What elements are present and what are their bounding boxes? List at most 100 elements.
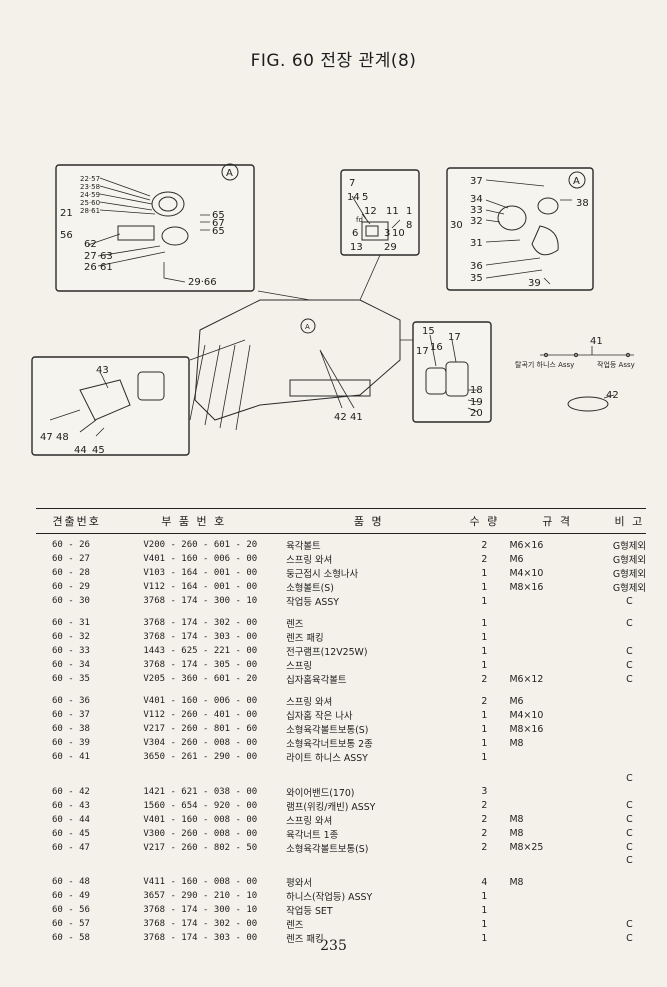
cell-remark: C [626, 800, 633, 812]
cell-spec: M8×16 [509, 723, 544, 735]
cell-spec: M8×25 [509, 842, 544, 854]
harness-label-right: 작업등 Assy [597, 360, 635, 369]
svg-text:45: 45 [92, 445, 105, 456]
cell-part: V300 - 260 - 008 - 00 [143, 828, 258, 839]
cell-ref: 60 - 47 [52, 842, 90, 853]
cell-qty: 2 [481, 539, 488, 551]
cell-qty: 2 [481, 814, 488, 826]
cell-remark: G형제외 [612, 583, 646, 594]
cell-spec [501, 658, 612, 672]
cell-part: V411 - 160 - 008 - 00 [143, 877, 258, 888]
cell-name: 렌즈 패킹 [286, 633, 324, 644]
cell-remark [613, 630, 646, 644]
cell-remark: C [626, 932, 633, 944]
cell-ref: 60 - 34 [52, 660, 90, 670]
svg-text:36: 36 [470, 261, 483, 272]
svg-text:26: 26 [84, 262, 97, 273]
cell-ref: 60 - 57 [52, 919, 90, 930]
cell-qty: 2 [481, 673, 488, 685]
svg-text:17: 17 [448, 332, 461, 343]
cell-ref: 60 - 37 [52, 710, 90, 720]
svg-text:47: 47 [40, 432, 53, 443]
group-spacer [36, 867, 646, 875]
cell-part: 3768 - 174 - 302 - 00 [143, 919, 258, 930]
cell-ref [36, 772, 117, 785]
cell-part: 1421 - 621 - 038 - 00 [143, 786, 258, 797]
cell-remark: C [626, 659, 633, 671]
svg-text:43: 43 [96, 365, 109, 376]
svg-text:20: 20 [470, 408, 483, 419]
cell-remark: C [626, 828, 633, 840]
cell-qty: 4 [481, 876, 488, 888]
cell-ref: 60 - 28 [52, 568, 90, 578]
cell-name: 하니스(작업등) ASSY [286, 892, 373, 904]
cell-remark: C [626, 595, 633, 607]
cell-ref: 60 - 29 [52, 582, 90, 592]
cell-ref: 60 - 41 [52, 752, 90, 762]
cell-ref [36, 855, 117, 868]
svg-text:42: 42 [334, 412, 347, 423]
cell-remark: C [626, 772, 633, 784]
cell-remark: C [626, 814, 633, 826]
cell-name: 스프링 와셔 [286, 815, 333, 827]
svg-text:12: 12 [364, 206, 377, 217]
cell-remark: C [626, 842, 633, 854]
svg-text:23·58: 23·58 [80, 183, 100, 191]
cell-qty: 1 [481, 918, 488, 930]
svg-text:5: 5 [362, 192, 368, 203]
svg-text:62: 62 [84, 239, 97, 250]
svg-text:16: 16 [430, 342, 443, 353]
svg-text:41: 41 [590, 336, 603, 347]
cell-part: V112 - 260 - 401 - 00 [143, 710, 258, 720]
svg-text:39: 39 [528, 278, 541, 289]
svg-text:21: 21 [60, 208, 73, 219]
cell-remark: C [626, 855, 633, 867]
svg-text:19: 19 [470, 397, 483, 408]
cell-remark [613, 889, 646, 903]
cell-spec [501, 772, 612, 785]
panel-top-right: A 37 34 33 32 30 31 36 35 38 39 [446, 167, 594, 291]
cell-spec: M8 [509, 737, 524, 749]
cell-ref: 60 - 38 [52, 724, 90, 734]
cell-name: 스프링 와셔 [286, 697, 333, 708]
cell-name: 십자홈 작은 나사 [286, 711, 353, 722]
cell-name [270, 855, 467, 868]
cell-spec [501, 903, 612, 917]
cell-qty: 1 [481, 645, 488, 657]
cell-ref: 60 - 44 [52, 814, 90, 825]
header-ref: 견출번호 [36, 508, 118, 534]
panel-top-left: A 22·57 23·58 24·59 25·60 28·61 21 56 62… [55, 163, 255, 292]
header-remarks: 비 고 [612, 508, 646, 534]
cell-name: 스프링 [286, 661, 313, 672]
cell-remark: C [626, 617, 633, 629]
cell-ref: 60 - 32 [52, 632, 90, 642]
cell-qty: 2 [481, 800, 488, 812]
svg-text:67: 67 [212, 218, 225, 229]
cell-qty: 2 [481, 842, 488, 854]
svg-text:15: 15 [422, 326, 435, 337]
cell-qty: 2 [481, 553, 488, 565]
cell-spec [501, 855, 612, 868]
cell-spec: M8 [509, 876, 524, 888]
cell-spec: M6×16 [509, 539, 544, 551]
cell-qty: 1 [481, 751, 488, 763]
panel-top-middle: 7 14 5 12 fd 11 1 8 6 3 10 13 29 [340, 169, 420, 256]
svg-text:6: 6 [352, 228, 358, 239]
harness-drawing: 41 탈곡기 하니스 Assy 작업등 Assy 42 [515, 336, 635, 412]
svg-text:13: 13 [350, 242, 363, 253]
svg-text:27: 27 [84, 251, 97, 262]
cell-remark [613, 750, 646, 764]
cell-part: V401 - 160 - 006 - 00 [143, 554, 258, 564]
cell-remark: G형제외 [612, 569, 646, 580]
cell-ref: 60 - 48 [52, 877, 90, 888]
cell-name: 렌즈 [286, 920, 304, 932]
cell-remark [613, 722, 646, 736]
svg-text:22·57: 22·57 [80, 175, 100, 183]
cell-name: 평와서 [286, 878, 313, 890]
page-title: FIG. 60 전장 관계(8) [250, 51, 417, 71]
cell-spec [501, 917, 612, 931]
